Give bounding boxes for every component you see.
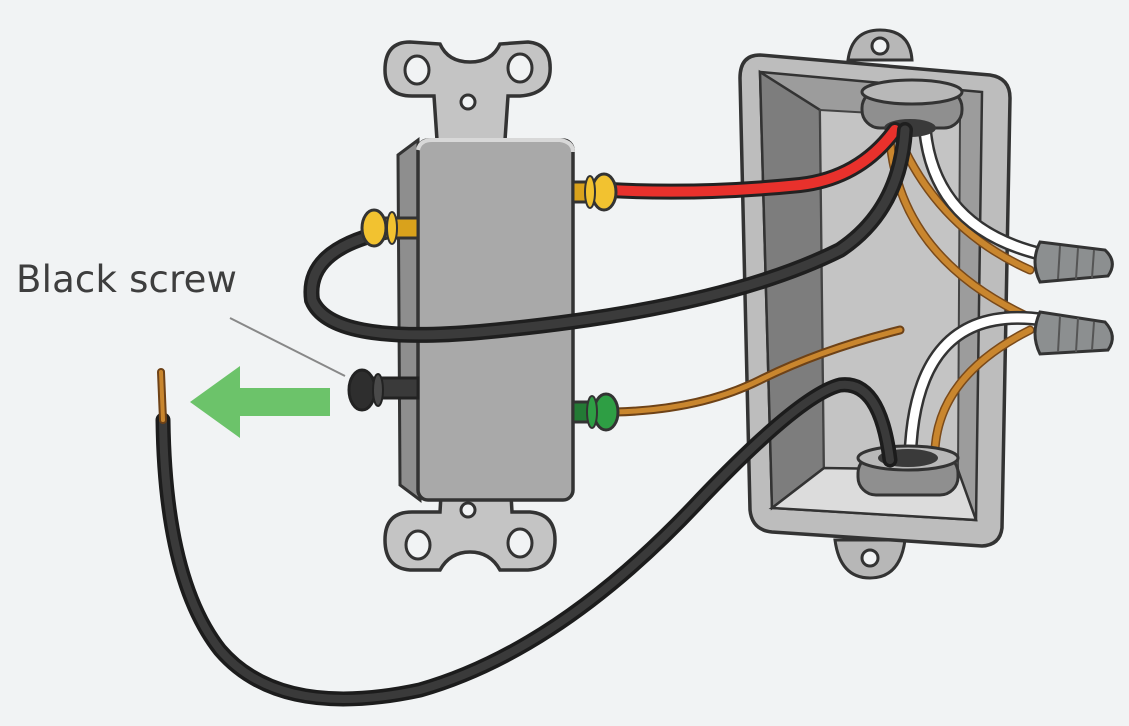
brass-screw-left [360,208,420,248]
box-top-ear-hole [870,36,890,56]
leader-line [229,317,346,377]
light-switch [383,40,575,572]
wire-nut-upper [1033,240,1114,284]
stripped-wire-end [157,368,167,424]
black-screw-label: Black screw [16,258,238,301]
cable-clamp-bottom [856,444,960,497]
wire-nut-lower [1033,310,1114,356]
green-arrow [190,366,330,438]
black-screw [347,368,420,412]
box-inner-left-wall [758,69,826,511]
white-wires [903,123,1052,477]
ground-wire [610,325,905,417]
green-ground-screw [571,392,620,432]
disconnected-black-wire [155,377,898,707]
brass-screw-right [571,172,618,212]
red-wire [602,122,903,200]
black-wire-loop [303,122,913,343]
box-bottom-ear-hole [860,548,880,568]
